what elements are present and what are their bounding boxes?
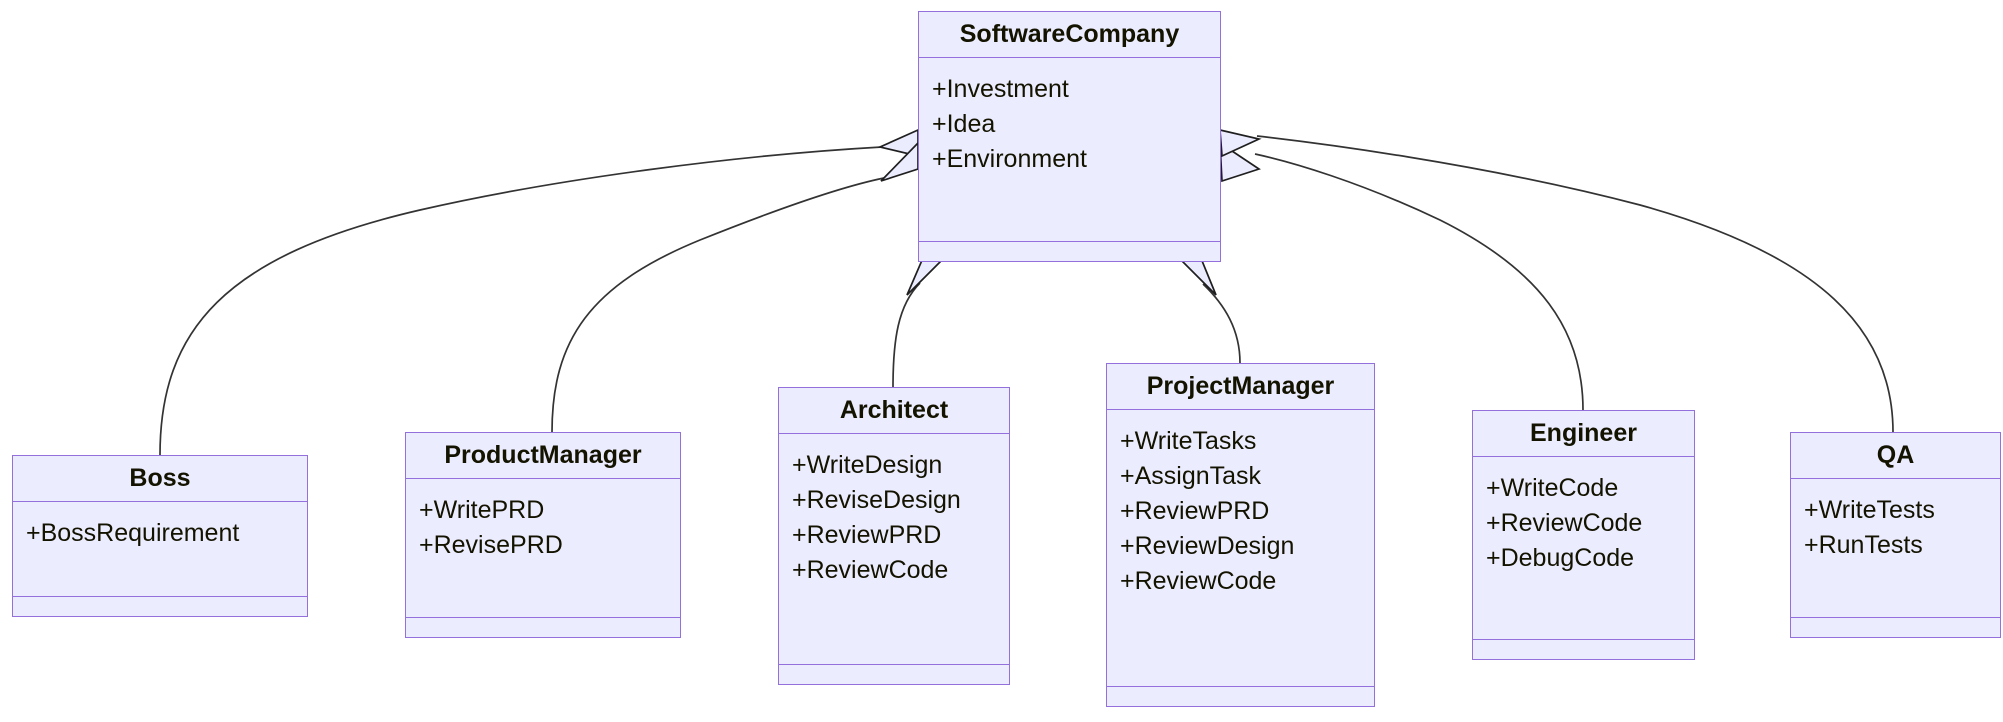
class-title-engineer: Engineer (1473, 411, 1694, 458)
class-title-software-company: SoftwareCompany (919, 12, 1220, 59)
class-members-product-manager: +WritePRD +RevisePRD (406, 479, 680, 618)
class-members-boss: +BossRequirement (13, 502, 307, 597)
class-members-qa: +WriteTests +RunTests (1791, 479, 2000, 618)
class-members-project-manager: +WriteTasks +AssignTask +ReviewPRD +Revi… (1107, 410, 1374, 687)
generalization-arrowhead-productmanager (880, 140, 919, 182)
edge-projectmanager-to-softwarecompany (1202, 283, 1241, 364)
edge-boss-to-softwarecompany (159, 146, 883, 456)
class-methods-software-company (919, 242, 1220, 261)
member-row: +WriteCode (1486, 474, 1619, 503)
member-row: +WriteTasks (1120, 427, 1257, 456)
class-methods-qa (1791, 618, 2000, 637)
edge-architect-to-softwarecompany (892, 282, 921, 388)
class-members-architect: +WriteDesign +ReviseDesign +ReviewPRD +R… (779, 434, 1009, 665)
member-row: +WriteDesign (792, 451, 943, 480)
member-row: +DebugCode (1486, 544, 1635, 573)
class-methods-boss (13, 597, 307, 616)
member-row: +Environment (932, 145, 1087, 174)
class-node-product-manager[interactable]: ProductManager +WritePRD +RevisePRD (405, 432, 681, 638)
member-row: +ReviewPRD (1120, 497, 1270, 526)
member-row: +ReviewCode (1120, 567, 1277, 596)
class-node-architect[interactable]: Architect +WriteDesign +ReviseDesign +Re… (778, 387, 1010, 685)
class-node-engineer[interactable]: Engineer +WriteCode +ReviewCode +DebugCo… (1472, 410, 1695, 660)
class-methods-product-manager (406, 618, 680, 637)
generalization-arrowhead-qa (1219, 128, 1262, 158)
class-title-qa: QA (1791, 433, 2000, 480)
member-row: +Investment (932, 75, 1069, 104)
class-node-project-manager[interactable]: ProjectManager +WriteTasks +AssignTask +… (1106, 363, 1375, 707)
member-row: +WritePRD (419, 496, 545, 525)
class-methods-architect (779, 665, 1009, 684)
member-row: +RunTests (1804, 531, 1923, 560)
generalization-arrowhead-engineer (1219, 141, 1261, 183)
member-row: +BossRequirement (26, 519, 240, 548)
generalization-arrowhead-boss (877, 128, 919, 158)
class-members-engineer: +WriteCode +ReviewCode +DebugCode (1473, 457, 1694, 640)
class-title-product-manager: ProductManager (406, 433, 680, 480)
class-title-project-manager: ProjectManager (1107, 364, 1374, 411)
member-row: +ReviewCode (1486, 509, 1643, 538)
class-node-software-company[interactable]: SoftwareCompany +Investment +Idea +Envir… (918, 11, 1221, 262)
member-row: +ReviseDesign (792, 486, 961, 515)
class-title-boss: Boss (13, 456, 307, 503)
member-row: +ReviewPRD (792, 521, 942, 550)
class-node-boss[interactable]: Boss +BossRequirement (12, 455, 308, 617)
class-methods-project-manager (1107, 687, 1374, 706)
class-methods-engineer (1473, 640, 1694, 659)
member-row: +Idea (932, 110, 996, 139)
class-members-software-company: +Investment +Idea +Environment (919, 58, 1220, 242)
member-row: +RevisePRD (419, 531, 563, 560)
class-title-architect: Architect (779, 388, 1009, 435)
member-row: +AssignTask (1120, 462, 1262, 491)
member-row: +WriteTests (1804, 496, 1935, 525)
class-node-qa[interactable]: QA +WriteTests +RunTests (1790, 432, 2001, 638)
member-row: +ReviewCode (792, 556, 949, 585)
member-row: +ReviewDesign (1120, 532, 1295, 561)
